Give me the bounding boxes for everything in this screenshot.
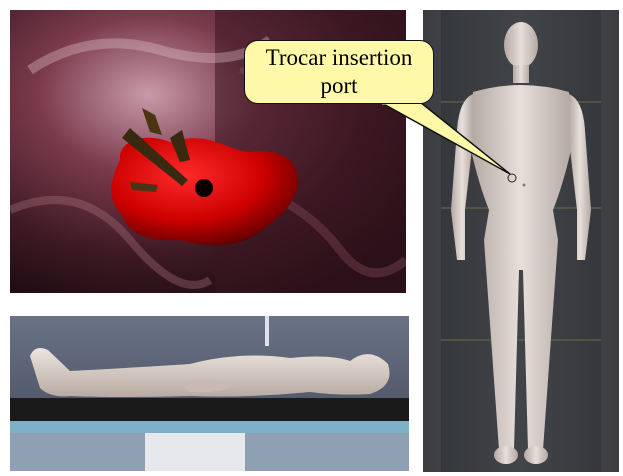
callout-line-1: Trocar insertion: [245, 44, 433, 72]
callout-line-2: port: [245, 72, 433, 100]
side-scene: [10, 316, 409, 471]
navel: [523, 184, 526, 187]
operating-table: [10, 398, 409, 421]
side-view: [10, 316, 409, 471]
table-pedestal: [145, 433, 245, 471]
iv-pole: [265, 316, 269, 346]
trocar-entry-marker: [195, 179, 213, 197]
table-base-stripe: [10, 421, 409, 433]
front-view: [423, 10, 619, 472]
front-scene: [423, 10, 619, 472]
trocar-callout: Trocar insertion port: [244, 40, 434, 104]
